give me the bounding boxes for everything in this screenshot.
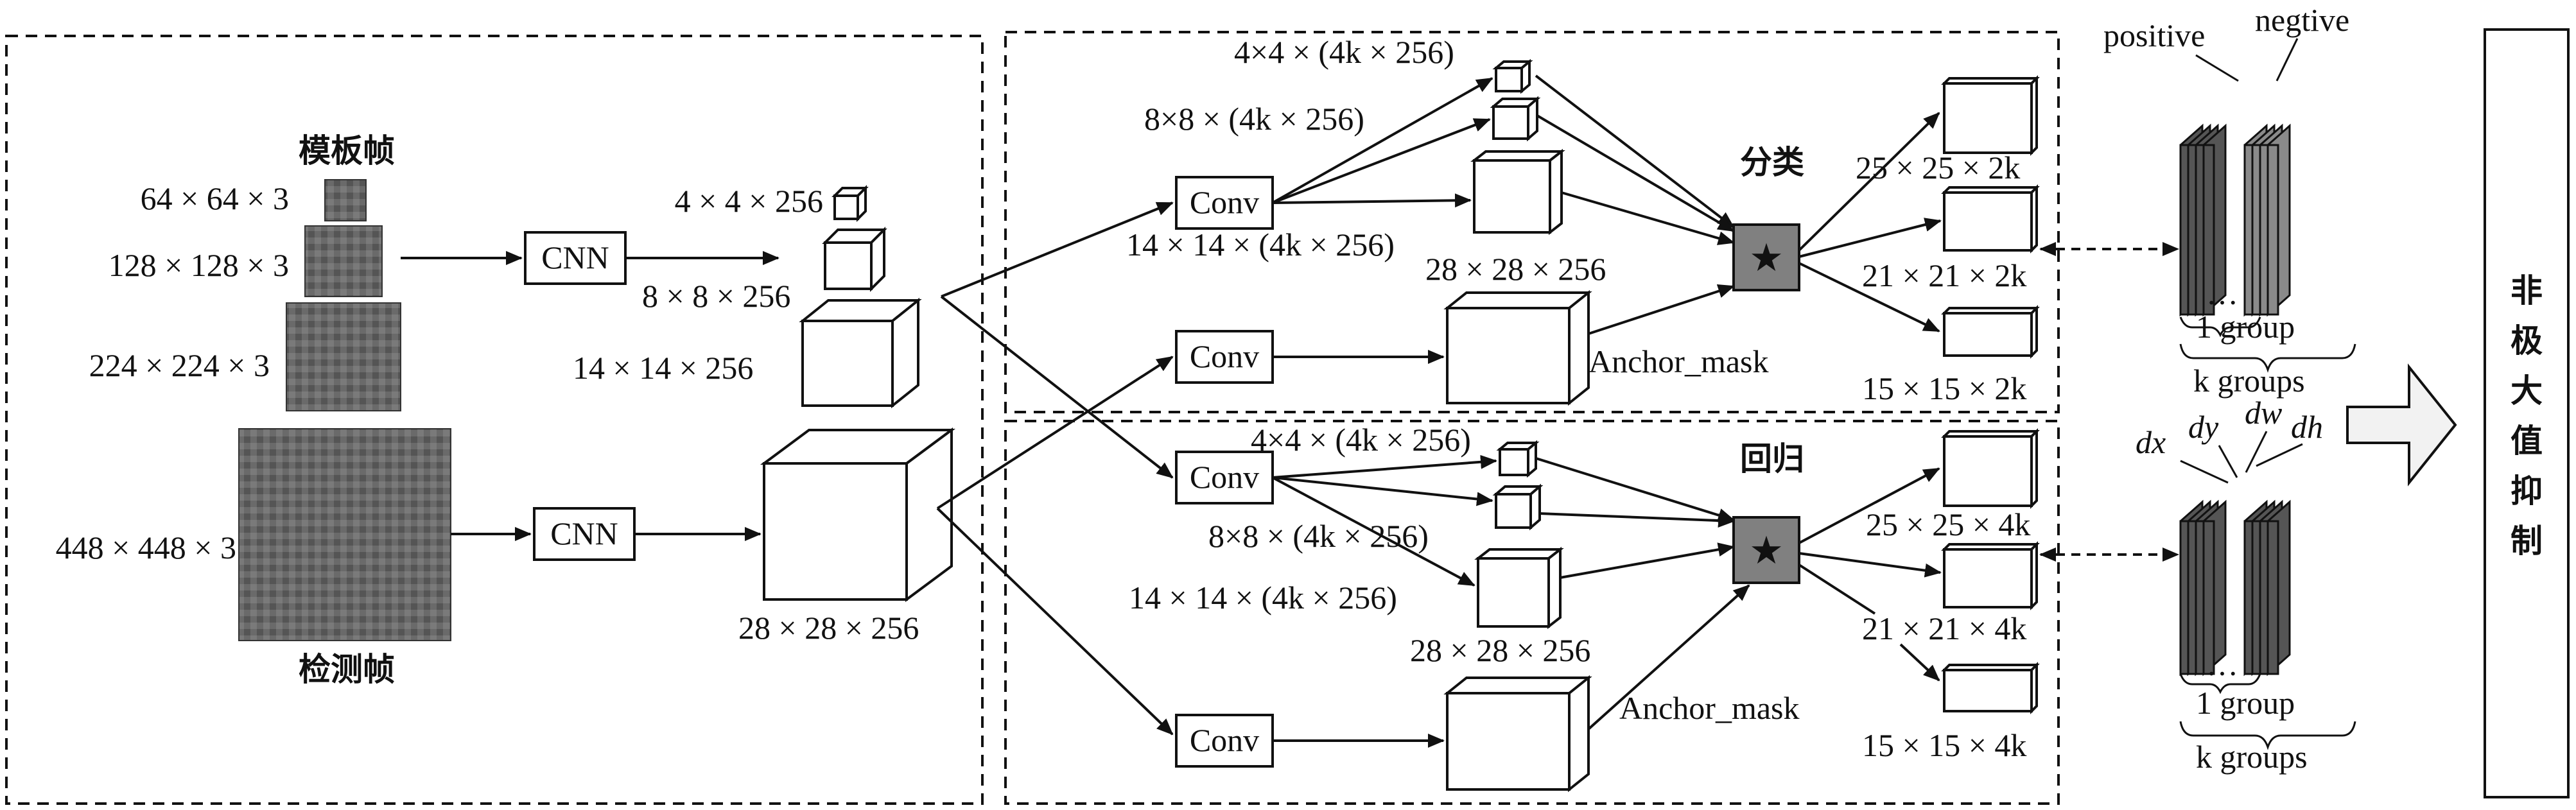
reg-output-21: 21 × 21 × 4k (1862, 610, 2026, 646)
cls-kernel-cube-8 (1490, 96, 1541, 142)
reg-mask-cube (1443, 675, 1592, 793)
detect-title: 检测帧 (299, 651, 395, 688)
template-image-128 (304, 225, 383, 297)
reg-one-group: 1 group (2196, 685, 2295, 721)
template-image-64 (324, 179, 367, 221)
template-size-64: 64 × 64 × 3 (141, 180, 289, 216)
nms-label: 非极大值抑制 (2511, 272, 2543, 560)
cls-output-cube-15 (1941, 305, 2040, 359)
cls-k-groups: k groups (2193, 363, 2305, 399)
cls-conv-top (1175, 176, 1274, 230)
reg-output-cube-21 (1941, 541, 2040, 610)
reg-conv-bottom (1175, 714, 1274, 768)
reg-conv-top-label: Conv (1190, 459, 1259, 495)
cls-conv-bottom (1175, 330, 1274, 384)
reg-kernel-4: 4×4 × (4k × 256) (1251, 422, 1471, 458)
reg-k-groups: k groups (2196, 739, 2308, 775)
template-feature-4: 4 × 4 × 256 (675, 183, 823, 219)
template-size-224: 224 × 224 × 3 (89, 347, 270, 383)
cls-one-group: 1 group (2196, 309, 2295, 345)
backbone-region (5, 35, 984, 805)
cls-output-25: 25 × 25 × 2k (1856, 150, 2020, 185)
reg-output-25: 25 × 25 × 4k (1866, 506, 2030, 542)
cls-positive-label: positive (2103, 17, 2205, 53)
reg-output-cube-25 (1941, 428, 2040, 509)
reg-dy-label: dy (2188, 409, 2219, 445)
cls-dots: … (2206, 275, 2238, 311)
reg-dots: … (2206, 646, 2238, 682)
reg-conv-top (1175, 451, 1274, 504)
cls-output-21: 21 × 21 × 2k (1862, 257, 2026, 293)
reg-output-15: 15 × 15 × 4k (1862, 727, 2026, 763)
cls-mask-cube (1443, 289, 1592, 406)
reg-anchor-mask: Anchor_mask (1619, 690, 1800, 726)
reg-kernel-8: 8×8 × (4k × 256) (1208, 518, 1429, 554)
reg-output-cube-15 (1941, 662, 2040, 714)
template-size-128: 128 × 128 × 3 (109, 247, 289, 283)
cls-fusion-box (1732, 223, 1800, 291)
reg-kernel-cube-4 (1496, 440, 1540, 478)
layer-slab (2202, 144, 2215, 316)
big-arrow-icon (2346, 363, 2457, 487)
template-feature-cube-4 (831, 185, 869, 222)
reg-dh-label: dh (2291, 409, 2323, 445)
cls-kernel-feature-size: 28 × 28 × 256 (1425, 251, 1606, 287)
cls-anchor-mask: Anchor_mask (1588, 343, 1769, 379)
cls-star-icon: ★ (1749, 236, 1784, 280)
template-feature-8: 8 × 8 × 256 (642, 278, 790, 314)
layer-slab (2267, 144, 2279, 316)
template-feature-14: 14 × 14 × 256 (573, 350, 753, 386)
reg-kernel-feature-size: 28 × 28 × 256 (1410, 632, 1590, 668)
detect-feature-cube (760, 427, 956, 602)
layer-slab (2267, 520, 2279, 675)
cls-output-15: 15 × 15 × 2k (1862, 370, 2026, 406)
reg-kernel-14: 14 × 14 × (4k × 256) (1129, 580, 1397, 616)
cls-layer-stack (2179, 123, 2291, 317)
detect-cnn-label: CNN (550, 515, 618, 551)
reg-star-icon: ★ (1749, 528, 1784, 573)
cls-kernel-14: 14 × 14 × (4k × 256) (1126, 227, 1395, 263)
detect-cnn-box (533, 507, 636, 561)
reg-title: 回归 (1740, 440, 1804, 478)
classification-region (1004, 31, 2060, 413)
detect-size: 448 × 448 × 3 (56, 530, 236, 565)
reg-kernel-cube-14 (1474, 546, 1564, 630)
reg-conv-bottom-label: Conv (1190, 722, 1259, 758)
reg-kernel-cube-8 (1492, 483, 1544, 531)
reg-layer-stack (2179, 499, 2291, 676)
cls-kernel-cube-4 (1492, 58, 1533, 94)
cls-output-cube-21 (1941, 184, 2040, 254)
cls-title: 分类 (1740, 144, 1804, 181)
nms-box (2484, 28, 2570, 798)
cls-conv-bottom-label: Conv (1190, 338, 1259, 374)
template-title: 模板帧 (299, 132, 395, 169)
reg-dw-label: dw (2245, 395, 2282, 431)
cls-kernel-cube-14 (1470, 148, 1565, 236)
cls-conv-top-label: Conv (1190, 184, 1259, 220)
reg-dx-label: dx (2136, 424, 2166, 460)
template-feature-cube-8 (822, 227, 887, 292)
regression-region (1004, 420, 2060, 805)
cls-output-cube-25 (1941, 75, 2040, 156)
template-feature-cube-14 (799, 297, 922, 409)
layer-slab (2202, 520, 2215, 675)
cls-kernel-8: 8×8 × (4k × 256) (1144, 101, 1364, 137)
template-image-224 (286, 302, 401, 411)
cls-negative-label: negtive (2255, 2, 2349, 38)
detect-image (238, 428, 451, 641)
detect-feature-size: 28 × 28 × 256 (738, 610, 919, 646)
template-cnn-label: CNN (541, 239, 609, 275)
reg-fusion-box (1732, 516, 1800, 584)
cls-kernel-4: 4×4 × (4k × 256) (1234, 34, 1454, 70)
